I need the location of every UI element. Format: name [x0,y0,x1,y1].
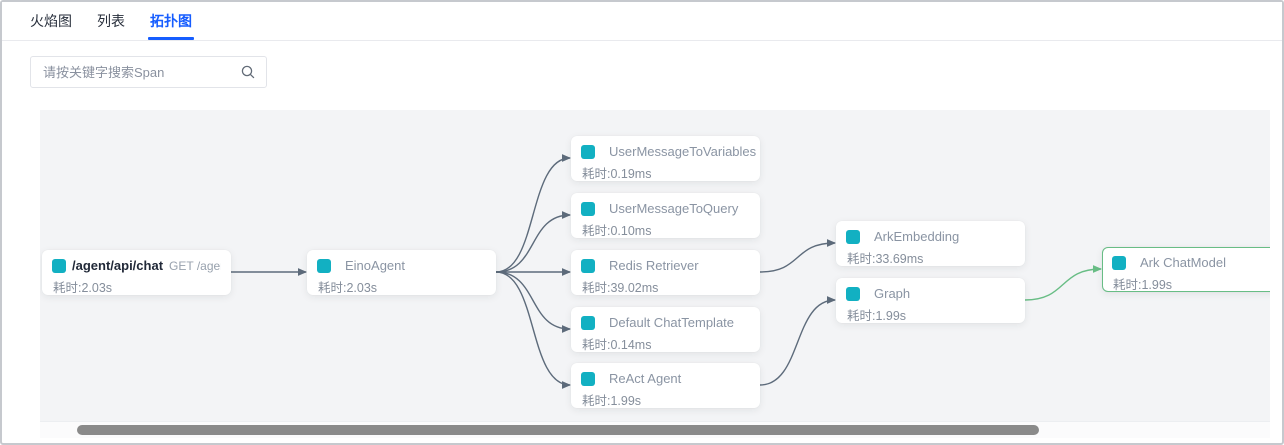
edge-layer [231,154,1102,389]
span-method: GET /agent/… [169,258,221,273]
span-type-icon [846,229,860,244]
span-duration: 耗时:2.03s [318,281,378,295]
toolbar [30,56,267,88]
span-title: Graph [874,286,911,301]
span-type-icon [581,201,595,216]
span-title: ArkEmbedding [874,229,960,244]
tab-list[interactable]: 列表 [97,13,125,29]
tab-topology[interactable]: 拓扑图 [148,2,194,40]
tab-bar: 火焰图 列表 拓扑图 [2,2,1282,41]
edge-redis-retriever-to-ark-embedding [759,239,836,273]
span-node-eino-agent[interactable]: EinoAgent 耗时:2.03s [307,250,496,295]
span-title: ReAct Agent [609,371,682,386]
span-node-user-message-to-variables[interactable]: UserMessageToVariables 耗时:0.19ms [571,136,760,181]
search-icon[interactable] [240,64,256,80]
span-title: EinoAgent [345,258,405,273]
span-type-icon [846,286,860,301]
span-duration: 耗时:39.02ms [582,281,659,295]
span-type-icon [1112,255,1126,270]
span-duration: 耗时:2.03s [53,281,113,295]
edge-graph-to-ark-chat-model [1024,265,1102,301]
span-node-redis-retriever[interactable]: Redis Retriever 耗时:39.02ms [571,250,760,295]
span-type-icon [52,258,66,273]
span-type-icon [581,371,595,386]
edge-eino-agent-to-react-agent [495,271,571,389]
span-node-gateway[interactable]: /agent/api/chat GET /agent/… 耗时:2.03s [42,250,231,295]
span-title: UserMessageToQuery [609,201,739,216]
edge-eino-agent-to-user-message-to-query [495,211,571,273]
span-node-default-chat-template[interactable]: Default ChatTemplate 耗时:0.14ms [571,307,760,352]
span-node-ark-chat-model[interactable]: Ark ChatModel 耗时:1.99s [1102,247,1270,292]
span-duration: 耗时:0.10ms [582,224,652,238]
span-search-box[interactable] [30,56,267,88]
span-duration: 耗时:1.99s [582,394,642,408]
edge-eino-agent-to-user-message-to-variables [495,154,571,273]
span-duration: 耗时:0.19ms [582,167,652,181]
horizontal-scrollbar-thumb[interactable] [77,425,1039,435]
span-node-graph[interactable]: Graph 耗时:1.99s [836,278,1025,323]
span-duration: 耗时:33.69ms [847,252,924,266]
span-type-icon [317,258,331,273]
span-title: UserMessageToVariables [609,144,757,159]
span-title: Default ChatTemplate [609,315,735,330]
span-duration: 耗时:1.99s [847,309,907,323]
span-type-icon [581,315,595,330]
span-title: /agent/api/chat [72,258,164,273]
span-type-icon [581,144,595,159]
span-title: Redis Retriever [609,258,699,273]
span-title: Ark ChatModel [1140,255,1226,270]
span-type-icon [581,258,595,273]
span-duration: 耗时:0.14ms [582,338,652,352]
search-input[interactable] [43,64,240,80]
horizontal-scrollbar-track[interactable] [40,421,1270,438]
span-node-react-agent[interactable]: ReAct Agent 耗时:1.99s [571,363,760,408]
span-duration: 耗时:1.99s [1113,278,1173,292]
tab-flame-graph[interactable]: 火焰图 [30,13,72,29]
span-node-ark-embedding[interactable]: ArkEmbedding 耗时:33.69ms [836,221,1025,266]
edge-react-agent-to-graph [759,296,836,386]
edge-eino-agent-to-default-chat-template [495,271,571,333]
span-node-user-message-to-query[interactable]: UserMessageToQuery 耗时:0.10ms [571,193,760,238]
